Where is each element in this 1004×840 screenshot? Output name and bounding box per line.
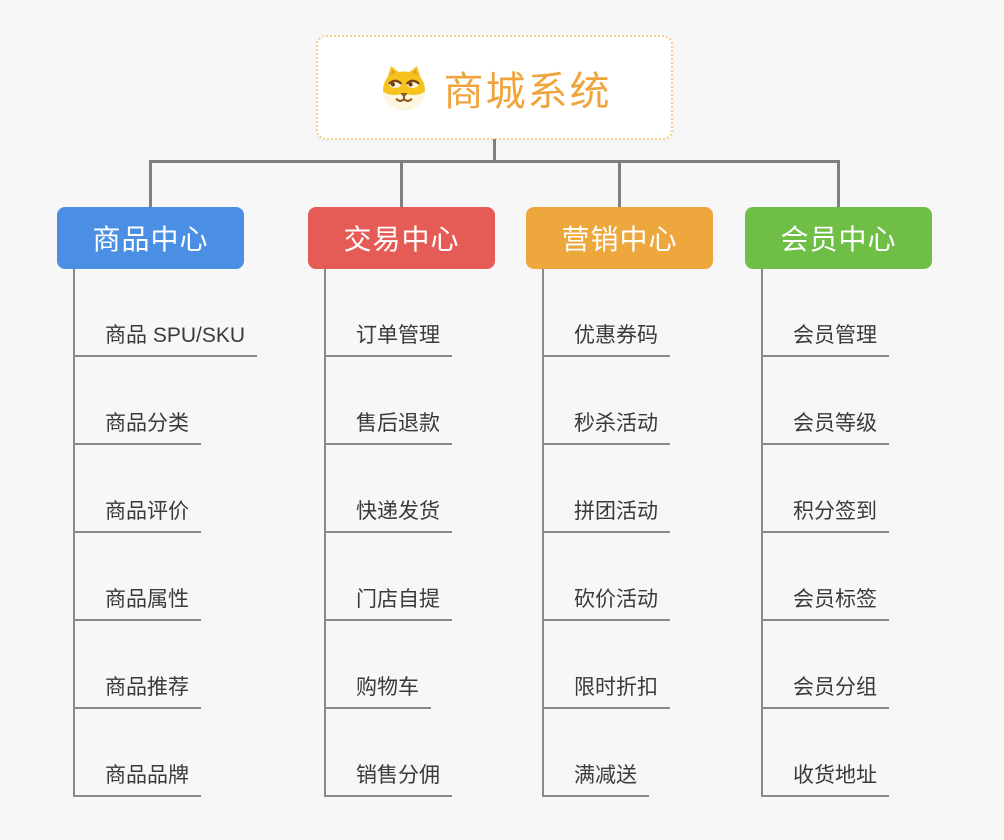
branch-header-trade-center[interactable]: 交易中心 xyxy=(308,207,495,269)
branch-leaves: 优惠券码 秒杀活动 拼团活动 砍价活动 限时折扣 满减送 xyxy=(542,269,713,797)
leaf-node[interactable]: 满减送 xyxy=(544,709,713,797)
leaf-node[interactable]: 销售分佣 xyxy=(326,709,495,797)
leaf-node[interactable]: 购物车 xyxy=(326,621,495,709)
connector-root-stem xyxy=(493,139,496,161)
branch-label: 商品中心 xyxy=(92,224,209,255)
leaf-node[interactable]: 门店自提 xyxy=(326,533,495,621)
branch-trade-center: 交易中心 订单管理 售后退款 快递发货 门店自提 购物车 销售分佣 xyxy=(308,207,495,797)
branch-label: 会员中心 xyxy=(780,224,897,255)
leaf-node[interactable]: 砍价活动 xyxy=(544,533,713,621)
leaf-node[interactable]: 订单管理 xyxy=(326,269,495,357)
dog-icon xyxy=(378,64,430,112)
branch-header-product-center[interactable]: 商品中心 xyxy=(57,207,244,269)
leaf-node[interactable]: 秒杀活动 xyxy=(544,357,713,445)
branch-leaves: 会员管理 会员等级 积分签到 会员标签 会员分组 收货地址 xyxy=(761,269,932,797)
connector-drop-2 xyxy=(400,160,403,207)
root-title: 商城系统 xyxy=(443,69,612,114)
branch-member-center: 会员中心 会员管理 会员等级 积分签到 会员标签 会员分组 收货地址 xyxy=(745,207,932,797)
root-node[interactable]: 商城系统 xyxy=(316,35,673,140)
branch-leaves: 订单管理 售后退款 快递发货 门店自提 购物车 销售分佣 xyxy=(324,269,495,797)
connector-drop-1 xyxy=(149,160,152,207)
leaf-node[interactable]: 商品推荐 xyxy=(75,621,244,709)
leaf-node[interactable]: 限时折扣 xyxy=(544,621,713,709)
branch-marketing-center: 营销中心 优惠券码 秒杀活动 拼团活动 砍价活动 限时折扣 满减送 xyxy=(526,207,713,797)
leaf-node[interactable]: 商品属性 xyxy=(75,533,244,621)
branch-product-center: 商品中心 商品 SPU/SKU 商品分类 商品评价 商品属性 商品推荐 商品品牌 xyxy=(57,207,258,797)
leaf-node[interactable]: 售后退款 xyxy=(326,357,495,445)
leaf-node[interactable]: 商品分类 xyxy=(75,357,244,445)
leaf-node[interactable]: 快递发货 xyxy=(326,445,495,533)
leaf-node[interactable]: 会员等级 xyxy=(763,357,932,445)
connector-drop-4 xyxy=(837,160,840,207)
branch-label: 营销中心 xyxy=(561,224,678,255)
leaf-node[interactable]: 商品品牌 xyxy=(75,709,244,797)
branch-header-marketing-center[interactable]: 营销中心 xyxy=(526,207,713,269)
leaf-node[interactable]: 收货地址 xyxy=(763,709,932,797)
leaf-node[interactable]: 会员分组 xyxy=(763,621,932,709)
leaf-node[interactable]: 会员标签 xyxy=(763,533,932,621)
leaf-node[interactable]: 商品 SPU/SKU xyxy=(75,269,258,357)
branch-leaves: 商品 SPU/SKU 商品分类 商品评价 商品属性 商品推荐 商品品牌 xyxy=(73,269,258,797)
leaf-node[interactable]: 拼团活动 xyxy=(544,445,713,533)
connector-drop-3 xyxy=(618,160,621,207)
branch-label: 交易中心 xyxy=(343,224,460,255)
leaf-node[interactable]: 商品评价 xyxy=(75,445,244,533)
leaf-node[interactable]: 会员管理 xyxy=(763,269,932,357)
connector-bus xyxy=(149,160,840,163)
leaf-node[interactable]: 优惠券码 xyxy=(544,269,713,357)
branch-header-member-center[interactable]: 会员中心 xyxy=(745,207,932,269)
leaf-node[interactable]: 积分签到 xyxy=(763,445,932,533)
